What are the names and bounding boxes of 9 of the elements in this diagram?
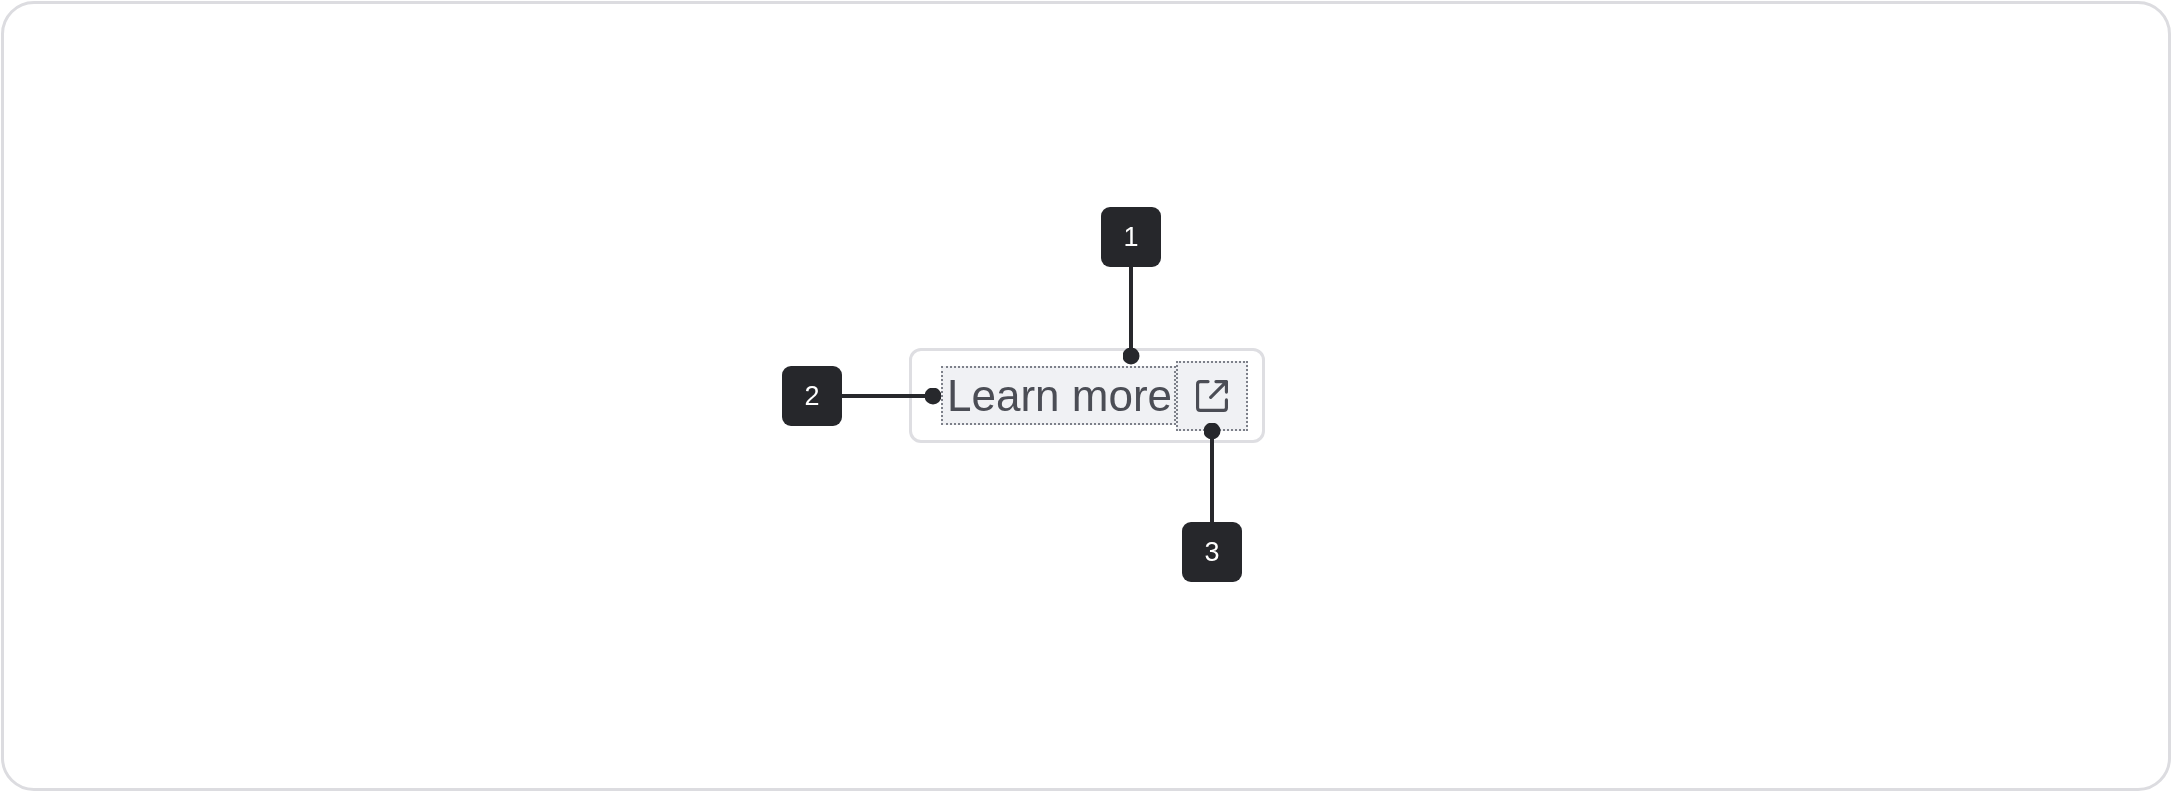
link-text: Learn more <box>941 366 1176 425</box>
icon-area <box>1176 361 1248 431</box>
link-container <box>909 348 1265 443</box>
callout-number: 3 <box>1182 522 1242 582</box>
leader-line <box>1203 422 1221 522</box>
leader-line <box>842 387 942 405</box>
leader-line <box>1122 267 1140 365</box>
callout-number: 2 <box>782 366 842 426</box>
callout-number: 1 <box>1101 207 1161 267</box>
